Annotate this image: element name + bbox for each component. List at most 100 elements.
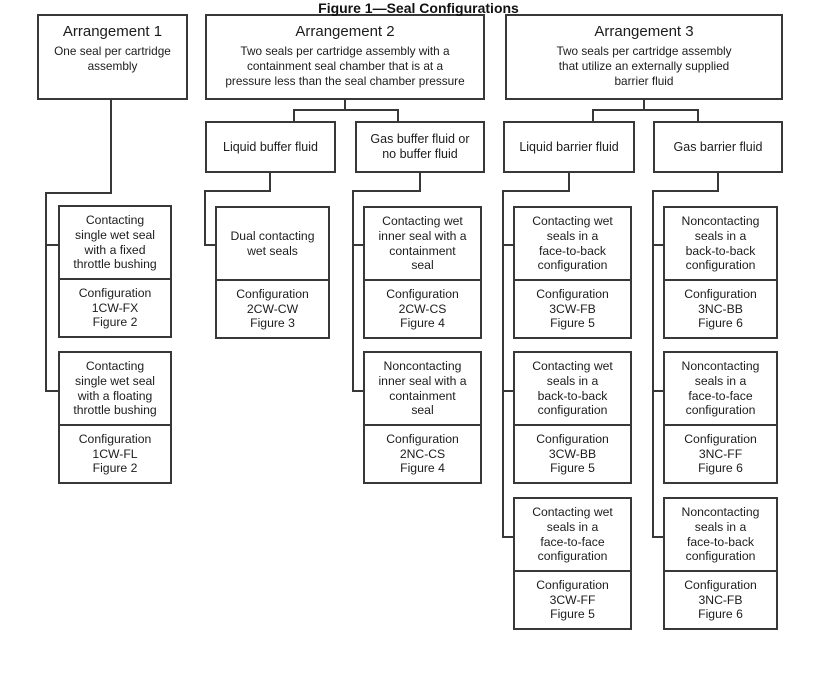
connector-line: [352, 190, 354, 392]
node-description: Noncontacting inner seal with a containm…: [378, 359, 467, 418]
config-figure-ref: Figure 3: [250, 316, 295, 331]
config-code: 1CW-FX: [91, 300, 139, 315]
node-2nc-cs: Noncontacting inner seal with a containm…: [363, 351, 482, 484]
arrangement-3-title: Arrangement 3: [594, 23, 694, 40]
config-figure-ref: Figure 5: [550, 461, 595, 476]
connector-line: [45, 192, 112, 194]
connector-line: [652, 190, 719, 192]
arrangement-1-description: One seal per cartridge assembly: [54, 44, 171, 73]
node-3nc-fb: Noncontacting seals in a face-to-back co…: [663, 497, 778, 630]
node-2cw-cw: Dual contacting wet seals Configuration …: [215, 206, 330, 339]
config-code: 2NC-CS: [399, 446, 446, 461]
connector-line: [504, 536, 513, 538]
config-figure-ref: Figure 6: [698, 461, 743, 476]
connector-line: [654, 244, 663, 246]
connector-line: [419, 173, 421, 192]
arrangement-2-description: Two seals per cartridge assembly with a …: [225, 44, 465, 88]
connector-line: [352, 190, 421, 192]
connector-line: [293, 109, 295, 121]
arrangement-1-header: Arrangement 1 One seal per cartridge ass…: [37, 14, 188, 100]
node-1cw-fl: Contacting single wet seal with a floati…: [58, 351, 172, 484]
arrangement-2-title: Arrangement 2: [295, 23, 395, 40]
node-configuration: Configuration 1CW-FL Figure 2: [60, 424, 170, 482]
config-label: Configuration: [78, 432, 152, 447]
node-3cw-fb: Contacting wet seals in a face-to-back c…: [513, 206, 632, 339]
connector-line: [592, 109, 699, 111]
config-label: Configuration: [236, 287, 309, 302]
node-description: Noncontacting seals in a back-to-back co…: [681, 214, 760, 273]
node-3cw-bb: Contacting wet seals in a back-to-back c…: [513, 351, 632, 484]
node-description: Contacting wet seals in a back-to-back c…: [532, 359, 613, 418]
connector-line: [354, 244, 363, 246]
config-figure-ref: Figure 6: [698, 607, 743, 622]
node-description: Noncontacting seals in a face-to-face co…: [681, 359, 760, 418]
config-label: Configuration: [684, 287, 757, 302]
node-description: Contacting wet seals in a face-to-back c…: [532, 214, 613, 273]
connector-line: [45, 192, 47, 392]
arrangement-3-header: Arrangement 3 Two seals per cartridge as…: [505, 14, 783, 100]
arrangement-1-title: Arrangement 1: [62, 23, 163, 40]
connector-line: [568, 173, 570, 192]
connector-line: [502, 190, 504, 538]
connector-line: [47, 244, 58, 246]
config-figure-ref: Figure 2: [92, 315, 138, 330]
config-figure-ref: Figure 5: [550, 316, 595, 331]
node-configuration: Configuration 3CW-FB Figure 5: [515, 279, 630, 337]
connector-line: [652, 190, 654, 538]
config-code: 2CW-CS: [398, 301, 447, 316]
config-code: 3CW-FF: [549, 592, 596, 607]
config-code: 3NC-FF: [698, 446, 743, 461]
branch-gas-barrier-fluid: Gas barrier fluid: [653, 121, 783, 173]
connector-line: [697, 109, 699, 121]
connector-line: [354, 390, 363, 392]
node-configuration: Configuration 3CW-BB Figure 5: [515, 424, 630, 482]
node-description: Contacting single wet seal with a fixed …: [73, 213, 157, 272]
connector-line: [502, 190, 570, 192]
node-3nc-ff: Noncontacting seals in a face-to-face co…: [663, 351, 778, 484]
config-code: 3CW-FB: [549, 301, 596, 316]
connector-line: [717, 173, 719, 192]
connector-line: [504, 390, 513, 392]
connector-line: [293, 109, 399, 111]
figure-caption: Figure 1—Seal Configurations: [318, 0, 519, 16]
config-code: 1CW-FL: [92, 446, 138, 461]
node-2cw-cs: Contacting wet inner seal with a contain…: [363, 206, 482, 339]
config-label: Configuration: [78, 286, 152, 301]
connector-line: [110, 100, 112, 194]
arrangement-2-header: Arrangement 2 Two seals per cartridge as…: [205, 14, 485, 100]
connector-line: [654, 390, 663, 392]
node-configuration: Configuration 3NC-FF Figure 6: [665, 424, 776, 482]
node-description: Contacting wet seals in a face-to-face c…: [532, 505, 613, 564]
connector-line: [504, 244, 513, 246]
config-label: Configuration: [536, 578, 609, 593]
config-label: Configuration: [684, 432, 757, 447]
connector-line: [344, 100, 346, 111]
config-figure-ref: Figure 6: [698, 316, 743, 331]
config-code: 2CW-CW: [246, 301, 299, 316]
config-figure-ref: Figure 4: [400, 316, 445, 331]
node-configuration: Configuration 3NC-FB Figure 6: [665, 570, 776, 628]
node-description: Contacting single wet seal with a floati…: [73, 359, 157, 418]
config-label: Configuration: [386, 432, 459, 447]
branch-liquid-barrier-fluid: Liquid barrier fluid: [503, 121, 635, 173]
connector-line: [397, 109, 399, 121]
connector-line: [269, 173, 271, 192]
node-configuration: Configuration 2CW-CW Figure 3: [217, 279, 328, 337]
node-description: Dual contacting wet seals: [230, 228, 315, 258]
node-configuration: Configuration 3NC-BB Figure 6: [665, 279, 776, 337]
config-code: 3NC-BB: [698, 301, 743, 316]
connector-line: [654, 536, 663, 538]
branch-liquid-buffer-fluid: Liquid buffer fluid: [205, 121, 336, 173]
node-1cw-fx: Contacting single wet seal with a fixed …: [58, 205, 172, 338]
connector-line: [204, 190, 271, 192]
node-configuration: Configuration 3CW-FF Figure 5: [515, 570, 630, 628]
node-configuration: Configuration 2CW-CS Figure 4: [365, 279, 480, 337]
node-3nc-bb: Noncontacting seals in a back-to-back co…: [663, 206, 778, 339]
config-figure-ref: Figure 4: [400, 461, 445, 476]
config-figure-ref: Figure 5: [550, 607, 595, 622]
node-configuration: Configuration 1CW-FX Figure 2: [60, 278, 170, 336]
connector-line: [206, 244, 215, 246]
connector-line: [47, 390, 58, 392]
connector-line: [643, 100, 645, 111]
